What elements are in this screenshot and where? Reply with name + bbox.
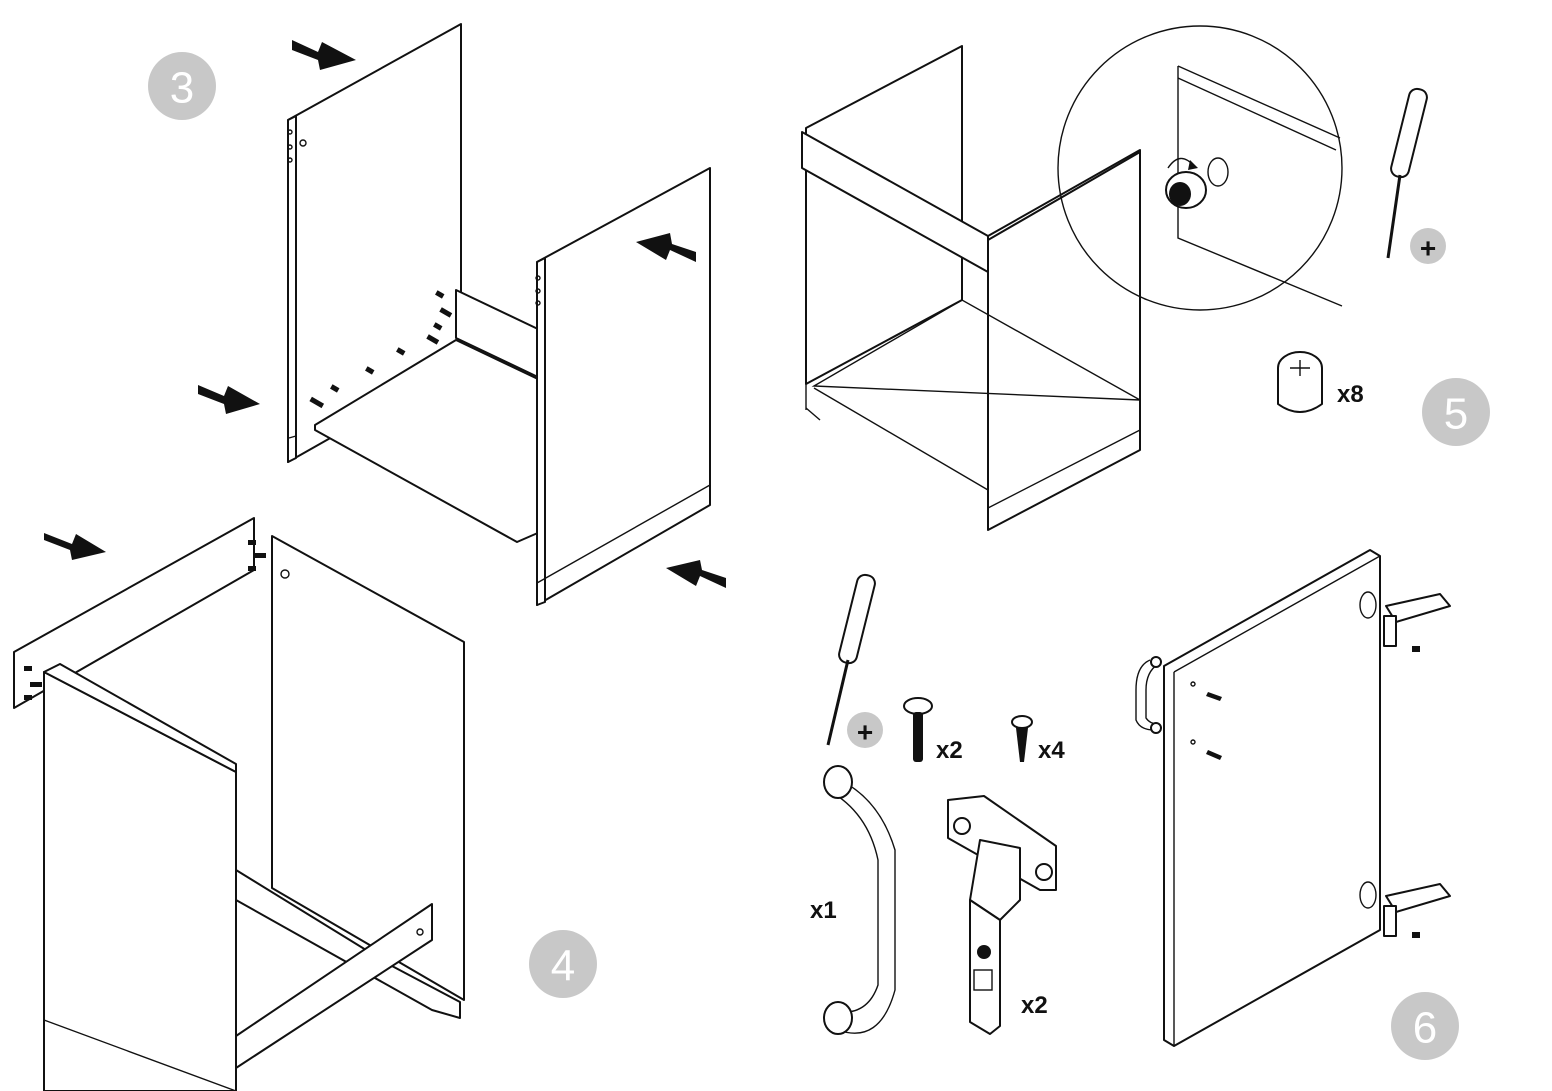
plus-badge-icon [847,712,883,748]
arrow-icon [636,233,696,262]
bolt-icon [1206,750,1222,760]
cam-lock-quantity: x8 [1337,381,1364,408]
step-6-badge [1391,992,1459,1060]
step-3-number: 3 [170,64,194,113]
cam-lock-icon [1277,351,1323,413]
handle-icon [1135,656,1162,734]
hinge-icon [947,795,1057,1035]
step-6-number: 6 [1413,1004,1437,1053]
arrow-icon [666,560,726,588]
step-5-number: 5 [1444,390,1468,439]
hinge-icon [1383,883,1451,938]
dowels [309,290,453,409]
bolt-icon [903,697,933,762]
cabinet-door [1163,549,1381,1047]
right-side-panel [536,167,711,606]
hinge-icon [1383,593,1451,652]
hardware-parts: + x2 x4 x1 x2 [810,573,1065,1035]
front-side-panel [43,671,237,1091]
screw-quantity: x4 [1038,737,1065,764]
arrow-icon [198,385,260,414]
arrow-icon [292,40,356,70]
handle-quantity: x1 [810,897,837,924]
step-3-badge [148,52,216,120]
handle-icon [823,765,896,1035]
step-5-illustration: 5 + [801,25,1490,531]
step-6-illustration: 6 [1135,549,1459,1060]
svg-text:+: + [857,717,873,748]
bolt-quantity: x2 [936,737,963,764]
screwdriver-icon [1386,87,1428,259]
bolt-icon [1206,692,1222,701]
step-4-illustration: 4 [13,517,597,1091]
screw-icon [1011,715,1033,762]
step-4-badge [529,930,597,998]
step-4-number: 4 [551,942,575,991]
step-5-badge [1422,378,1490,446]
screwdriver-icon [826,573,876,746]
svg-text:+: + [1420,233,1436,264]
step-3-illustration: 3 [148,23,726,606]
cam-lock-icon [1165,157,1207,209]
plus-badge-icon [1410,228,1446,264]
dowels [24,540,266,700]
detail-zoom-circle [1057,25,1343,311]
hinge-quantity: x2 [1021,992,1048,1019]
arrow-icon [44,533,106,560]
